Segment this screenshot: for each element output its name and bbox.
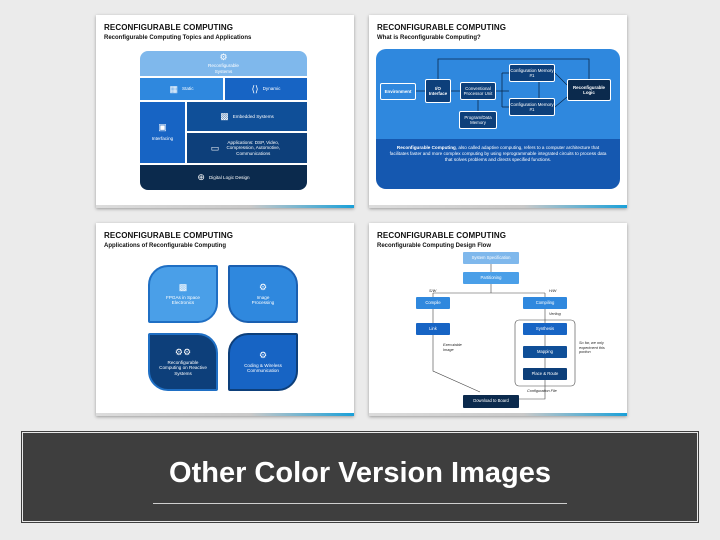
step-place-route: Place & Route: [523, 368, 567, 380]
tile-static: ▦ Static: [140, 78, 223, 100]
description-bold: Reconfigurable Computing: [396, 145, 456, 150]
slide-subtitle: Reconfigurable Computing Design Flow: [377, 243, 491, 249]
app-image-processing: ⚙ Image Processing: [228, 265, 298, 323]
description-panel: [376, 139, 620, 189]
slide-footer-bar: [96, 413, 354, 416]
slide-footer-bar: [369, 413, 627, 416]
slide-title: RECONFIGURABLE COMPUTING: [377, 231, 507, 240]
slide-what-is[interactable]: RECONFIGURABLE COMPUTING What is Reconfi…: [369, 15, 627, 208]
slide-footer-bar: [369, 205, 627, 208]
tile-label: Static: [182, 86, 194, 92]
step-synthesis: Synthesis: [523, 323, 567, 335]
tile-dynamic: ⟨⟩ Dynamic: [225, 78, 307, 100]
description-text: Reconfigurable Computing, also called ad…: [387, 145, 609, 163]
step-compiling: Compiling: [523, 297, 567, 309]
hw-portion-frame: [514, 319, 576, 387]
diagram-connectors: [415, 58, 590, 111]
step-mapping: Mapping: [523, 346, 567, 358]
step-system-spec: System Specification: [463, 252, 519, 264]
label-note: So far, we only experiment this portion: [579, 341, 605, 355]
app-reactive-systems: ⚙⚙ Reconfigurable Computing on Reactive …: [148, 333, 218, 391]
tile-label: Embedded Systems: [232, 113, 274, 119]
tile-reconfigurable-systems: ⚙ Reconfigurable Systems: [140, 51, 307, 76]
chip-icon: ▦: [169, 83, 178, 94]
box-reconfigurable-logic: Reconfigurable Logic: [567, 79, 611, 101]
box-processor-unit: Conventional Processor Unit: [460, 82, 496, 100]
slide-title: RECONFIGURABLE COMPUTING: [104, 23, 234, 32]
app-label: Reconfigurable Computing on Reactive Sys…: [159, 359, 207, 376]
box-program-memory: Program/Data Memory: [459, 111, 497, 129]
app-label: Coding & Wireless Communication: [244, 362, 282, 374]
cpu-icon: ▩: [220, 111, 229, 121]
slide-subtitle: Reconfigurable Computing Topics and Appl…: [104, 35, 252, 41]
banner-title: Other Color Version Images: [169, 457, 551, 489]
slide-title: RECONFIGURABLE COMPUTING: [104, 231, 234, 240]
tile-digital-logic: ⊕ Digital Logic Design: [140, 165, 307, 190]
monitor-icon: ▭: [210, 142, 220, 153]
tile-interfacing: ▣ Interfacing: [140, 102, 185, 163]
step-compile: Compile: [416, 297, 450, 309]
label-executable: Executable Image: [443, 343, 462, 352]
step-partitioning: Partitioning: [463, 272, 519, 284]
box-io-interface: I/O Interface: [425, 79, 451, 103]
tile-embedded-systems: ▩ Embedded Systems: [187, 102, 307, 131]
app-coding-wireless: ⚙ Coding & Wireless Communication: [228, 333, 298, 391]
tile-label: Dynamic: [262, 86, 281, 92]
gear-icon: ⚙: [258, 349, 268, 360]
slide-subtitle: Applications of Reconfigurable Computing: [104, 243, 226, 249]
box-environment: Environment: [380, 83, 416, 100]
code-icon: ⟨⟩: [251, 83, 259, 94]
app-fpga-space: ▩ FPGAs in Space Electronics: [148, 265, 218, 323]
tile-label: Digital Logic Design: [208, 174, 250, 180]
circuit-icon: ⊕: [197, 172, 205, 182]
slide-footer-bar: [96, 205, 354, 208]
slide-title: RECONFIGURABLE COMPUTING: [377, 23, 507, 32]
label-sw: S/W: [429, 289, 437, 293]
slide-topics[interactable]: RECONFIGURABLE COMPUTING Reconfigurable …: [96, 15, 354, 208]
box-config-memory-2: Configuration Memory #1: [509, 98, 555, 116]
box-config-memory-1: Configuration Memory #1: [509, 64, 555, 82]
banner-underline: [153, 503, 567, 504]
flow-connectors: [432, 264, 576, 400]
tile-label: Applications: DSP, Video, Compression, A…: [226, 139, 281, 156]
tile-label: Reconfigurable Systems: [208, 63, 239, 74]
step-download: Download to Board: [463, 395, 519, 408]
app-label: FPGAs in Space Electronics: [166, 294, 200, 306]
color-version-banner: Other Color Version Images: [21, 431, 699, 523]
slide-applications[interactable]: RECONFIGURABLE COMPUTING Applications of…: [96, 223, 354, 416]
description-rest: , also called adaptive computing, refers…: [389, 145, 607, 162]
label-config-file: Configuration File: [527, 389, 557, 393]
gears-icon: ⚙⚙: [174, 346, 192, 357]
tile-applications: ▭ Applications: DSP, Video, Compression,…: [187, 133, 307, 163]
label-verilog: Verilog: [549, 312, 561, 316]
chip-icon: ▩: [178, 281, 188, 292]
slide-design-flow[interactable]: RECONFIGURABLE COMPUTING Reconfigurable …: [369, 223, 627, 416]
gear-icon: ⚙: [219, 52, 228, 62]
slide-subtitle: What is Reconfigurable Computing?: [377, 35, 481, 41]
tile-label: Interfacing: [151, 136, 174, 142]
step-link: Link: [416, 323, 450, 335]
gear-icon: ⚙: [258, 281, 268, 292]
presentation-icon: ▣: [158, 122, 167, 133]
app-label: Image Processing: [251, 294, 275, 306]
label-hw: H/W: [549, 289, 557, 293]
